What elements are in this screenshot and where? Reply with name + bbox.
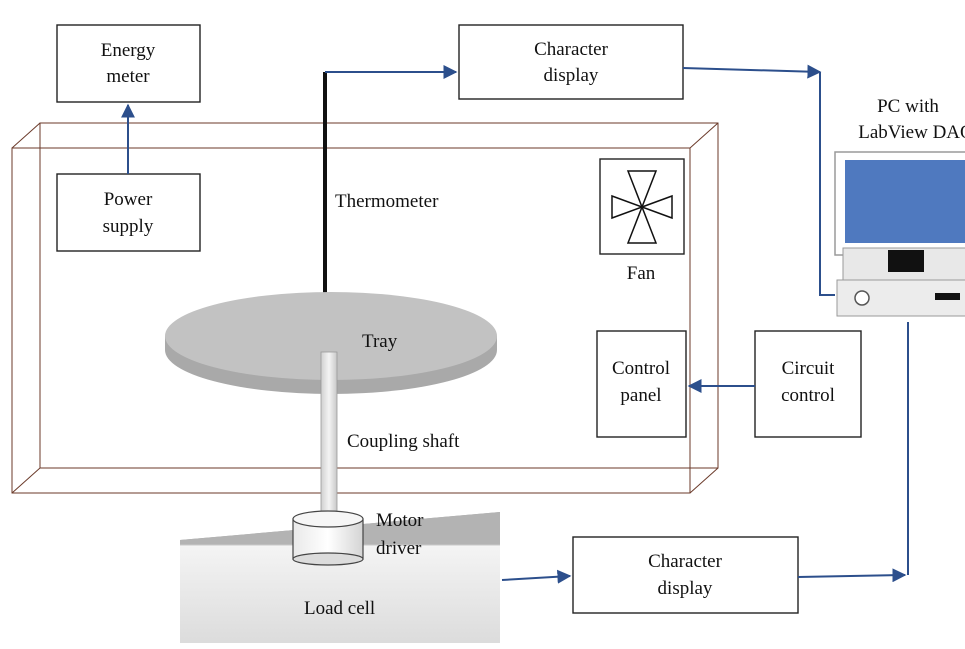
power-supply-label-2: supply (103, 216, 154, 237)
display-bottom-to-pc-arrow (797, 568, 907, 583)
pc-label-1: PC with (877, 96, 939, 117)
energy-meter-label-2: meter (106, 66, 150, 87)
character-display-bottom-block: Character display (572, 536, 799, 614)
motor-driver (292, 510, 364, 566)
character-display-top-label-2: display (544, 65, 599, 86)
circuit-control-block: Circuit control (754, 330, 862, 438)
monitor-screen (845, 160, 965, 243)
tray-label: Tray (362, 331, 398, 352)
energy-meter-block: Energy meter (56, 24, 201, 103)
motor-driver-label-2: driver (376, 538, 422, 559)
power-supply-block: Power supply (56, 173, 201, 252)
character-display-top-label-1: Character (534, 39, 609, 60)
power-supply-label-1: Power (104, 189, 153, 210)
display-to-pc-arrow (682, 64, 822, 79)
motor-driver-label-1: Motor (376, 510, 424, 531)
coupling-shaft-label: Coupling shaft (347, 431, 460, 452)
coupling-shaft (320, 351, 338, 518)
fan-icon (611, 170, 673, 244)
pc-illustration (834, 151, 965, 317)
character-display-top-block: Character display (458, 24, 684, 100)
circuit-control-label-2: control (781, 385, 835, 406)
chamber-box (11, 122, 719, 494)
fan-label: Fan (627, 263, 656, 284)
energy-meter-label-1: Energy (101, 40, 156, 61)
pc-drive-slot (935, 293, 960, 300)
control-panel-label-1: Control (612, 358, 670, 379)
pc-input-wire (819, 72, 835, 296)
tray (165, 292, 497, 394)
control-panel-label-2: panel (620, 385, 661, 406)
character-display-bottom-label-2: display (658, 578, 713, 599)
thermometer-label: Thermometer (335, 191, 439, 212)
circuit-control-label-1: Circuit (782, 358, 835, 379)
fan-block: Fan (599, 158, 685, 284)
load-cell-label: Load cell (304, 598, 375, 619)
character-display-bottom-label-1: Character (648, 551, 723, 572)
loadcell-to-display-arrow (501, 569, 572, 584)
load-cell (180, 512, 500, 643)
pc-power-button-icon (854, 290, 870, 306)
control-panel-block: Control panel (596, 330, 687, 438)
monitor-stand-slot (888, 250, 924, 272)
pc-label-2: LabView DAQ (858, 122, 965, 143)
